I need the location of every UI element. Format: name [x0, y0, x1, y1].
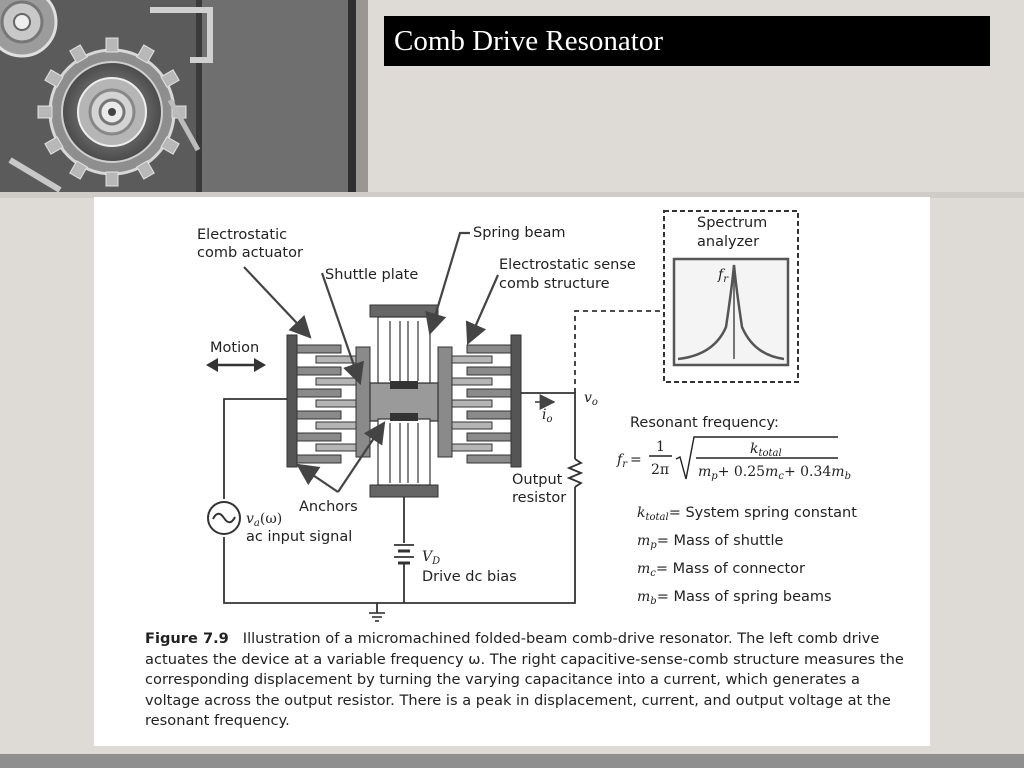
formula-denominator: mp+ 0.25mc+ 0.34mb [698, 464, 851, 482]
label-motion: Motion [210, 340, 259, 356]
formula-two-pi: 2π [651, 462, 669, 478]
symbol-fr-peak: fr [717, 267, 729, 285]
label-sense-2: comb structure [499, 276, 610, 292]
symbol-io: io [542, 407, 553, 425]
slide-title: Comb Drive Resonator [394, 25, 664, 57]
formula-numerator: ktotal [750, 441, 782, 459]
label-electrostatic-1: Electrostatic [197, 227, 287, 243]
legend-mc: mc= Mass of connector [637, 561, 805, 579]
right-rotor-comb [451, 355, 493, 452]
top-anchor [369, 304, 439, 318]
gear-photo [0, 0, 356, 192]
figure-panel: Electrostatic comb actuator Spring beam … [94, 197, 930, 746]
top-spring-beams [377, 316, 431, 384]
bottom-spring-beams [377, 418, 431, 486]
left-stator-comb [296, 344, 342, 464]
label-spring-beam: Spring beam [473, 225, 566, 241]
caption-label: Figure 7.9 [145, 630, 229, 647]
gear-large-icon [37, 37, 187, 187]
gear-small-icon [0, 0, 58, 58]
title-bar: Comb Drive Resonator [384, 16, 990, 66]
label-analyzer: analyzer [697, 234, 759, 250]
circuit-wires [223, 310, 664, 613]
figure-caption: Figure 7.9 Illustration of a micromachin… [145, 629, 905, 732]
formula-lhs: fr= [616, 452, 642, 470]
output-resistor-icon [566, 458, 584, 488]
spectrum-analyzer [663, 210, 799, 383]
symbol-vd: VD [422, 549, 440, 567]
caption-text: Illustration of a micromachined folded-b… [145, 630, 904, 730]
bottom-anchor [369, 484, 439, 498]
formula-lines [649, 436, 838, 480]
label-spectrum: Spectrum [697, 215, 767, 231]
ac-source-icon [207, 501, 241, 535]
dc-battery-icon [394, 544, 414, 565]
leader-arrows [243, 231, 500, 493]
comb-drive-diagram: Electrostatic comb actuator Spring beam … [197, 210, 857, 622]
symbol-vo: vo [584, 390, 598, 408]
label-sense-1: Electrostatic sense [499, 257, 636, 273]
symbol-va: va(ω) [246, 511, 282, 529]
label-ac-input: ac input signal [246, 529, 352, 545]
label-drive-dc-bias: Drive dc bias [422, 569, 517, 585]
label-shuttle-plate: Shuttle plate [325, 267, 418, 283]
label-comb-actuator: comb actuator [197, 245, 303, 261]
bottom-strip [0, 754, 1024, 768]
label-output: Output [512, 472, 563, 488]
right-stator-comb [466, 344, 512, 464]
bottom-truss [390, 413, 418, 421]
ground-icon [369, 612, 385, 622]
label-anchors: Anchors [299, 499, 358, 515]
label-resonant-frequency: Resonant frequency: [630, 415, 779, 431]
legend-mb: mb= Mass of spring beams [637, 589, 832, 607]
motion-arrow-icon [206, 358, 266, 372]
legend-mp: mp= Mass of shuttle [637, 533, 783, 551]
label-resistor: resistor [512, 490, 566, 506]
formula-one: 1 [656, 439, 665, 455]
top-truss [390, 381, 418, 389]
legend-ktotal: ktotal= System spring constant [637, 505, 857, 523]
comb-drive-device [286, 304, 522, 498]
